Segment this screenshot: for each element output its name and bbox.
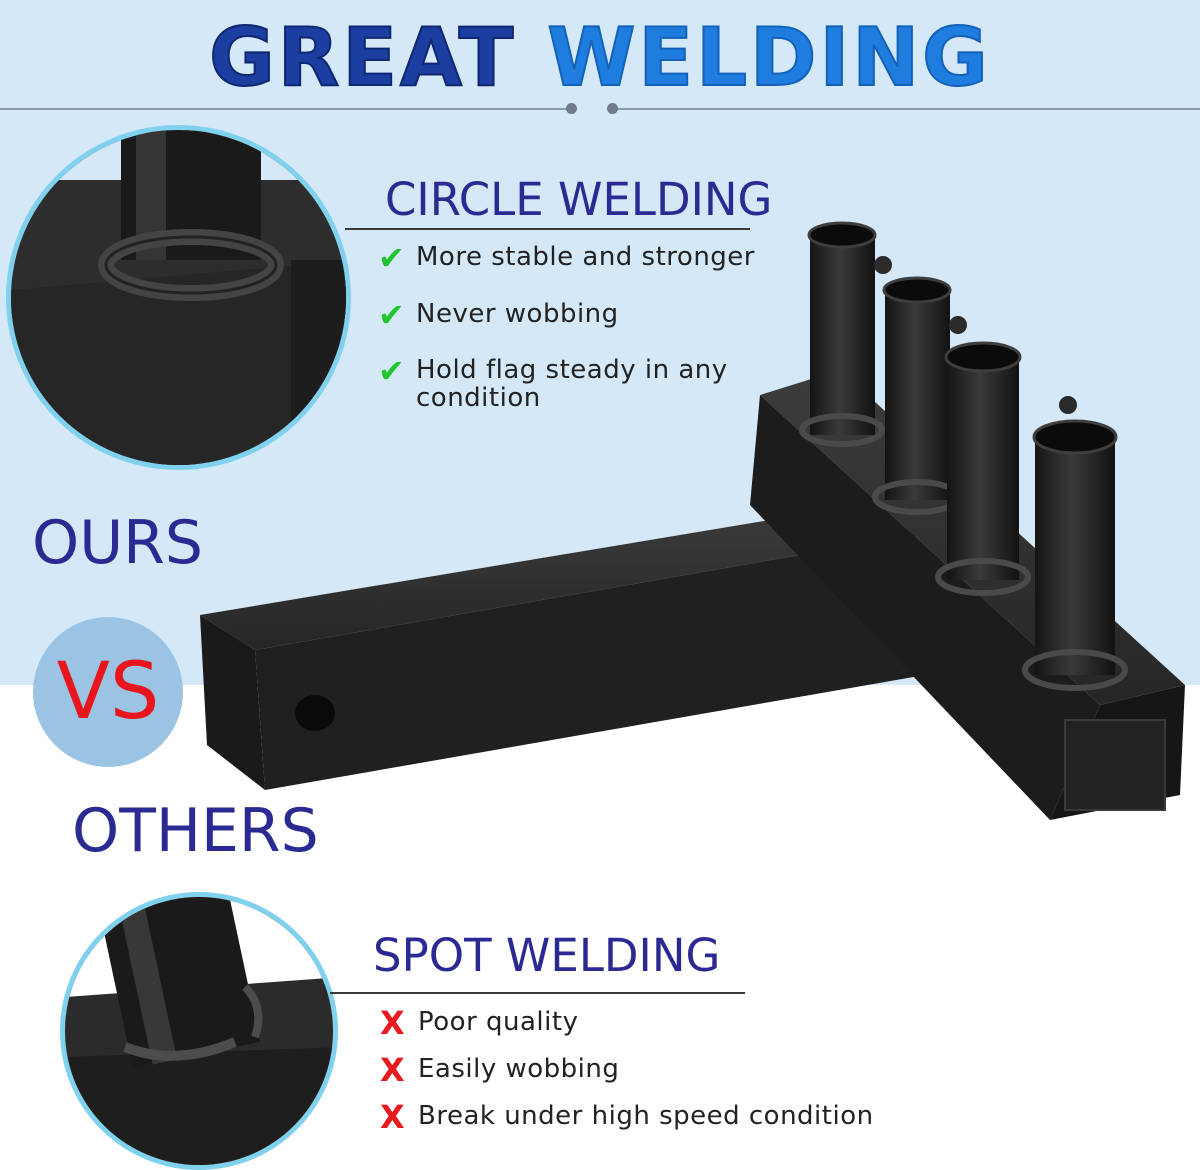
check-icon: ✔ [378,239,406,277]
circle-weld-closeup-image [6,125,351,470]
spot-welding-feature-3: X Break under high speed condition [380,1098,920,1136]
title-word-great: GREAT [208,10,517,105]
ours-label: OURS [32,508,203,578]
spot-weld-pointer-line [330,992,745,994]
check-icon: ✔ [378,352,406,390]
others-label: OTHERS [72,796,319,866]
circle-welding-feature-1: ✔ More stable and stronger [378,239,798,277]
feature-text: Hold flag steady in any condition [416,355,728,413]
feature-text: More stable and stronger [416,242,755,272]
circle-welding-feature-3: ✔ Hold flag steady in any condition [378,352,758,413]
flag-holder-product-image [195,205,1200,834]
x-icon: X [380,1051,406,1089]
feature-text: Never wobbing [416,299,619,329]
circle-welding-title: CIRCLE WELDING [385,173,773,226]
title-word-welding: WELDING [546,10,991,105]
check-icon: ✔ [378,296,406,334]
circle-welding-feature-2: ✔ Never wobbing [378,296,798,334]
vs-badge [33,617,183,767]
divider-dot-left [566,103,577,114]
vs-label: VS [56,647,160,737]
feature-text: Break under high speed condition [418,1101,874,1131]
page-title: GREAT WELDING [0,8,1200,108]
title-divider-left [0,108,572,110]
spot-welding-feature-1: X Poor quality [380,1004,920,1042]
feature-text: Easily wobbing [418,1054,620,1084]
divider-dot-right [607,103,618,114]
feature-text: Poor quality [418,1007,579,1037]
title-divider-right [613,108,1200,110]
x-icon: X [380,1098,406,1136]
spot-welding-feature-2: X Easily wobbing [380,1051,920,1089]
x-icon: X [380,1004,406,1042]
spot-weld-closeup-image [60,892,338,1170]
spot-welding-title: SPOT WELDING [373,929,721,982]
circle-weld-pointer-line [345,228,750,230]
